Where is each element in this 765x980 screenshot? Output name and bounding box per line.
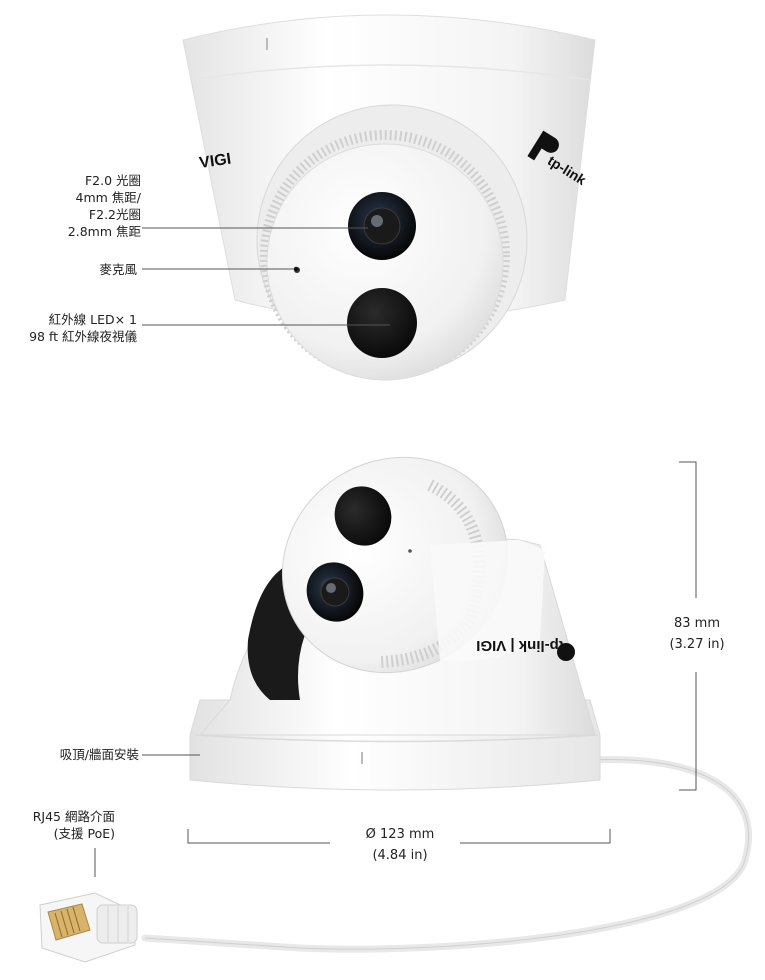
microphone-callout-line-1: 麥克風 bbox=[99, 262, 137, 277]
mount-callout: 吸頂/牆面安裝 bbox=[60, 746, 139, 763]
side-microphone-hole bbox=[408, 549, 412, 553]
lens-callout-line-1: F2.0 光圈 bbox=[84, 173, 141, 188]
ir-led-callout-line-1: 紅外線 LED× 1 bbox=[48, 312, 137, 327]
top-brand-vigi: VIGI bbox=[198, 151, 232, 172]
top-lens-inner bbox=[363, 207, 401, 245]
top-camera-ball bbox=[266, 143, 504, 381]
top-ir-led-icon bbox=[347, 288, 417, 358]
lens-callout-line-4: 2.8mm 焦距 bbox=[67, 224, 141, 239]
side-brand-text: tp-link | VIGI bbox=[476, 637, 564, 654]
side-brand: tp-link | VIGI bbox=[476, 637, 564, 654]
rj45-connector-icon bbox=[39, 892, 138, 963]
lens-callout-line-2: 4mm 焦距/ bbox=[75, 190, 142, 205]
diameter-dimension-label: Ø 123 mm (4.84 in) bbox=[340, 824, 460, 866]
side-ir-led-icon bbox=[334, 486, 392, 546]
lens-callout: F2.0 光圈 4mm 焦距/ F2.2光圈 2.8mm 焦距 bbox=[68, 172, 141, 240]
network-cable-edge bbox=[144, 759, 750, 950]
top-camera-view: VIGI tp-link bbox=[182, 14, 596, 381]
rj45-callout-line-1: RJ45 網路介面 bbox=[32, 809, 115, 824]
rj45-callout: RJ45 網路介面 (支援 PoE) bbox=[33, 808, 115, 842]
top-shell-seam bbox=[189, 64, 591, 81]
microphone-leader-dot bbox=[293, 266, 299, 272]
ir-led-callout: 紅外線 LED× 1 98 ft 紅外線夜視儀 bbox=[29, 311, 137, 345]
microphone-callout: 麥克風 bbox=[99, 261, 137, 278]
height-dimension-label: 83 mm (3.27 in) bbox=[655, 613, 739, 655]
diameter-dimension-right bbox=[460, 829, 611, 844]
side-lens-glint bbox=[326, 583, 336, 593]
top-leader-lines bbox=[142, 227, 390, 326]
height-in: (3.27 in) bbox=[669, 637, 725, 652]
diameter-dimension-left bbox=[187, 829, 330, 844]
side-front-housing bbox=[430, 540, 545, 661]
top-lens-glint bbox=[371, 215, 383, 227]
diameter-in: (4.84 in) bbox=[372, 848, 428, 863]
ir-led-callout-line-2: 98 ft 紅外線夜視儀 bbox=[29, 329, 137, 344]
side-tplink-logo-icon bbox=[557, 643, 575, 661]
height-dimension-lower bbox=[679, 672, 697, 791]
side-camera-view: tp-link | VIGI bbox=[39, 456, 753, 963]
height-mm: 83 mm bbox=[673, 616, 720, 631]
side-lens-inner bbox=[320, 577, 350, 607]
side-base-seam bbox=[194, 734, 599, 743]
side-leader-lines bbox=[94, 461, 697, 877]
lens-callout-line-3: F2.2光圈 bbox=[88, 207, 141, 222]
mount-callout-line-1: 吸頂/牆面安裝 bbox=[59, 747, 139, 762]
top-ribbed-ring bbox=[260, 130, 510, 380]
height-dimension-upper bbox=[679, 461, 697, 598]
rj45-callout-line-2: (支援 PoE) bbox=[53, 826, 115, 841]
diameter-mm: Ø 123 mm bbox=[365, 827, 435, 842]
side-ribbed-ring bbox=[379, 479, 485, 668]
tplink-logo-icon bbox=[527, 130, 559, 161]
